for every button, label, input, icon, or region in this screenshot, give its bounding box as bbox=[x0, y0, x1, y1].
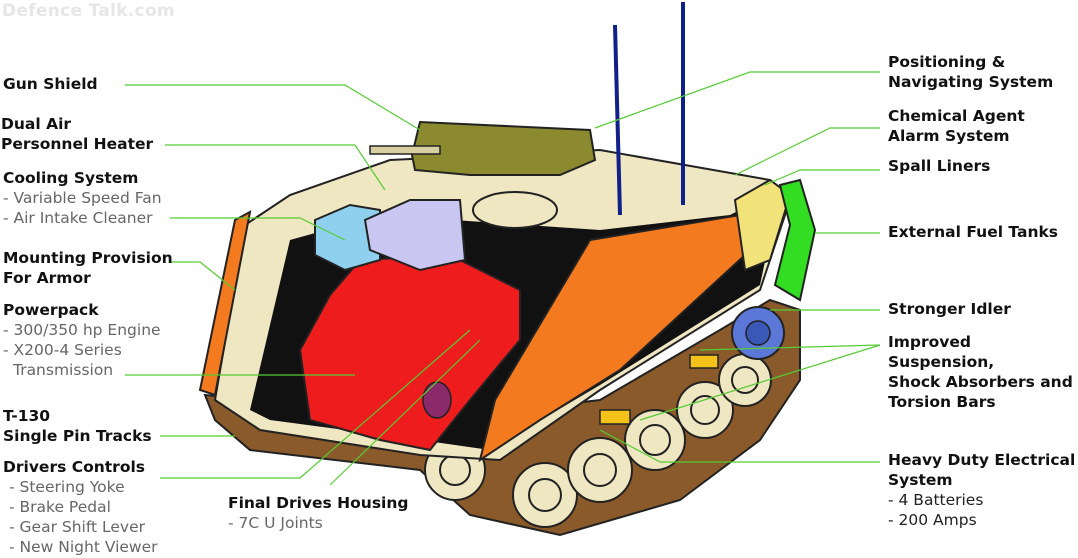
cooling-sub-1: - Variable Speed Fan bbox=[3, 189, 162, 207]
cooling-title: Cooling System bbox=[3, 169, 139, 187]
t130-title-2: Single Pin Tracks bbox=[3, 427, 152, 445]
dual-air-title-1: Dual Air bbox=[1, 115, 72, 133]
electrical-title-1: Heavy Duty Electrical bbox=[888, 451, 1076, 469]
suspension-title-2: Shock Absorbers and bbox=[888, 373, 1073, 391]
label-spall-liners: Spall Liners bbox=[888, 156, 990, 176]
powerpack-title: Powerpack bbox=[3, 301, 99, 319]
air-intake-cleaner bbox=[363, 199, 467, 272]
label-powerpack: Powerpack - 300/350 hp Engine - X200-4 S… bbox=[3, 300, 161, 380]
suspension-title-1: Improved Suspension, bbox=[888, 333, 995, 371]
label-cooling-system: Cooling System - Variable Speed Fan - Ai… bbox=[3, 168, 162, 228]
powerpack-sub-2: - X200-4 Series bbox=[3, 341, 122, 359]
spall-title: Spall Liners bbox=[888, 157, 991, 175]
commander-hatch bbox=[472, 191, 558, 229]
final-drives-title: Final Drives Housing bbox=[228, 494, 409, 512]
suspension-title-3: Torsion Bars bbox=[888, 393, 996, 411]
mounting-title-2: For Armor bbox=[3, 269, 91, 287]
watermark: Defence Talk.com bbox=[2, 1, 175, 21]
electrical-sub-2: - 200 Amps bbox=[888, 511, 977, 529]
positioning-title-1: Positioning & bbox=[888, 53, 1006, 71]
torsion-bars bbox=[599, 354, 719, 425]
drivers-sub-1: - Steering Yoke bbox=[9, 478, 125, 496]
dual-air-title-2: Personnel Heater bbox=[1, 135, 154, 153]
spall-liner bbox=[733, 178, 792, 272]
final-drives-sub-1: - 7C U Joints bbox=[228, 514, 323, 532]
cooling-sub-2: - Air Intake Cleaner bbox=[3, 209, 153, 227]
electrical-sub-1: - 4 Batteries bbox=[888, 491, 984, 509]
label-stronger-idler: Stronger Idler bbox=[888, 299, 1011, 319]
t130-title-1: T-130 bbox=[3, 407, 51, 425]
road-wheels bbox=[424, 353, 772, 528]
label-dual-air-heater: Dual Air Personnel Heater bbox=[1, 114, 153, 154]
label-gun-shield: Gun Shield bbox=[3, 74, 98, 94]
gun-shield-turret bbox=[410, 120, 597, 176]
label-heavy-duty-electrical: Heavy Duty Electrical System - 4 Batteri… bbox=[888, 450, 1075, 530]
gun-barrel bbox=[369, 145, 441, 155]
label-positioning-system: Positioning & Navigating System bbox=[888, 52, 1053, 92]
idler-title: Stronger Idler bbox=[888, 300, 1011, 318]
label-drivers-controls: Drivers Controls - Steering Yoke - Brake… bbox=[3, 457, 158, 557]
engine-block bbox=[298, 253, 521, 452]
label-improved-suspension: Improved Suspension, Shock Absorbers and… bbox=[888, 332, 1078, 412]
powerpack-sub-3: Transmission bbox=[13, 361, 114, 379]
cooling-fan bbox=[314, 203, 381, 272]
external-fuel-tank bbox=[773, 178, 817, 302]
powerpack-sub-1: - 300/350 hp Engine bbox=[3, 321, 161, 339]
label-final-drives-housing: Final Drives Housing - 7C U Joints bbox=[228, 493, 409, 533]
positioning-title-2: Navigating System bbox=[888, 73, 1054, 91]
mounting-title-1: Mounting Provision bbox=[3, 249, 173, 267]
drivers-sub-2: - Brake Pedal bbox=[9, 498, 111, 516]
leader-lines bbox=[125, 71, 881, 486]
gun-shield-title: Gun Shield bbox=[3, 75, 98, 93]
drivers-sub-3: - Gear Shift Lever bbox=[9, 518, 146, 536]
chemical-title-2: Alarm System bbox=[888, 127, 1010, 145]
fuel-title: External Fuel Tanks bbox=[888, 223, 1059, 241]
electrical-title-2: System bbox=[888, 471, 953, 489]
chemical-title-1: Chemical Agent bbox=[888, 107, 1025, 125]
label-mounting-provision: Mounting Provision For Armor bbox=[3, 248, 173, 288]
label-chemical-agent-alarm: Chemical Agent Alarm System bbox=[888, 106, 1025, 146]
drivers-title: Drivers Controls bbox=[3, 458, 146, 476]
left-armor bbox=[198, 210, 252, 397]
drivers-sub-4: - New Night Viewer bbox=[9, 538, 158, 556]
label-external-fuel-tanks: External Fuel Tanks bbox=[888, 222, 1058, 242]
label-t130-tracks: T-130 Single Pin Tracks bbox=[3, 406, 152, 446]
final-drive bbox=[422, 381, 452, 419]
